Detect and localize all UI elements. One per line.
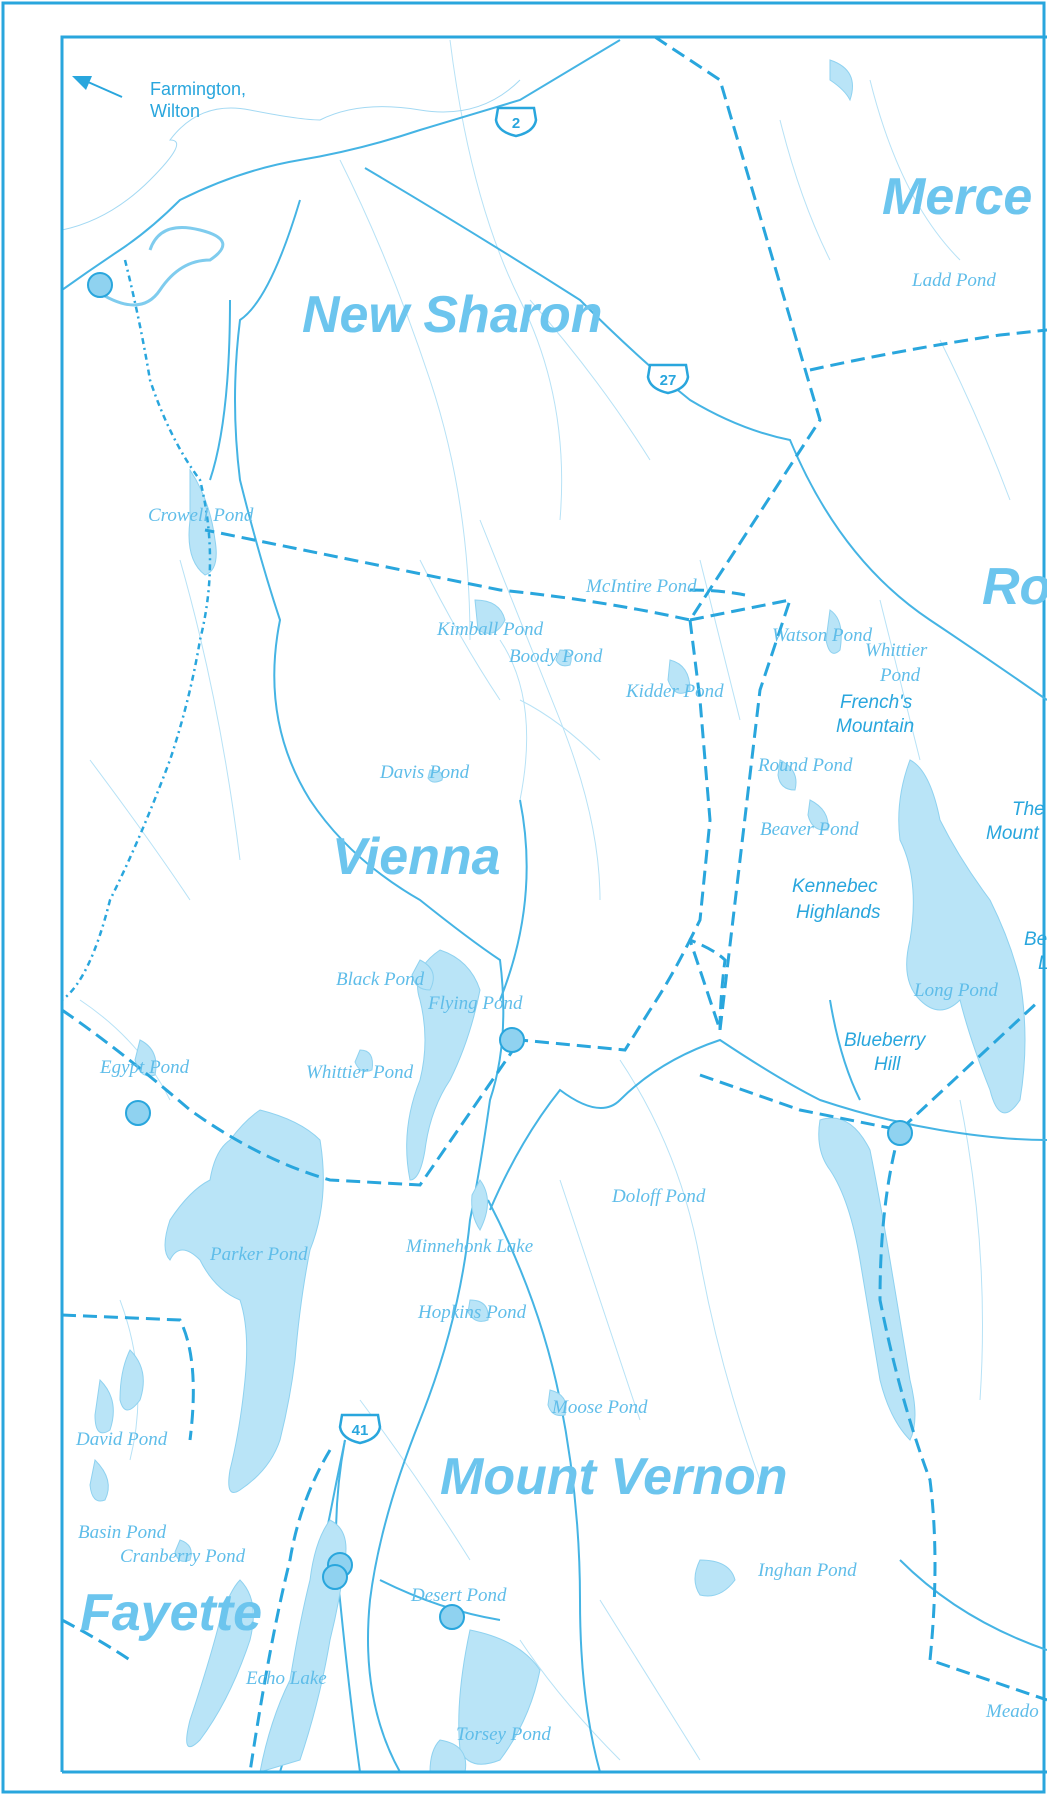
feature-label-blueberry-2: Hill bbox=[874, 1054, 901, 1075]
feature-label-the-mountain-2: Mount bbox=[986, 823, 1040, 844]
pond-label-parker: Parker Pond bbox=[209, 1244, 308, 1265]
pond-label-black: Black Pond bbox=[336, 969, 425, 990]
route-shield-2: 2 bbox=[494, 106, 538, 138]
route-41-label: 41 bbox=[352, 1422, 369, 1439]
pond-label-torsey: Torsey Pond bbox=[456, 1724, 551, 1745]
town-label-fayette: Fayette bbox=[80, 1584, 262, 1642]
town-label-mount-vernon: Mount Vernon bbox=[440, 1448, 788, 1506]
boat-launch-icon bbox=[439, 1604, 465, 1630]
route-2-label: 2 bbox=[512, 115, 520, 132]
pond-label-egypt: Egypt Pond bbox=[99, 1057, 190, 1078]
pond-labels: Ladd Pond Crowell Pond McIntire Pond Kim… bbox=[75, 270, 1039, 1745]
direction-note-line2: Wilton bbox=[150, 101, 200, 121]
pond-label-whittier-north-2: Pond bbox=[879, 665, 921, 686]
pond-label-crowell: Crowell Pond bbox=[148, 505, 254, 526]
route-27-label: 27 bbox=[660, 372, 677, 389]
town-label-new-sharon: New Sharon bbox=[302, 286, 603, 344]
direction-note-line1: Farmington, bbox=[150, 79, 246, 99]
boat-launch-icon bbox=[87, 272, 113, 298]
pond-label-kimball: Kimball Pond bbox=[436, 619, 544, 640]
boat-launch-icon bbox=[499, 1027, 525, 1053]
pond-label-long: Long Pond bbox=[913, 980, 998, 1001]
pond-label-boody: Boody Pond bbox=[509, 646, 603, 667]
pond-label-kidder: Kidder Pond bbox=[625, 681, 724, 702]
route-shield-27: 27 bbox=[646, 363, 690, 395]
boat-launch-icon bbox=[125, 1100, 151, 1126]
pond-label-cranberry: Cranberry Pond bbox=[120, 1546, 246, 1567]
county-line bbox=[62, 259, 212, 1002]
feature-label-bel-1: Be bbox=[1024, 929, 1047, 950]
feature-label-frenchs-2: Mountain bbox=[836, 716, 914, 737]
feature-label-kennebec-1: Kennebec bbox=[792, 876, 878, 897]
town-label-vienna: Vienna bbox=[332, 828, 501, 886]
feature-label-bel-2: L bbox=[1038, 953, 1047, 974]
pond-label-minnehonk: Minnehonk Lake bbox=[405, 1236, 533, 1257]
pond-label-inghan: Inghan Pond bbox=[757, 1560, 857, 1581]
pond-label-doloff: Doloff Pond bbox=[611, 1186, 706, 1207]
pond-label-desert: Desert Pond bbox=[410, 1585, 507, 1606]
pond-label-ladd: Ladd Pond bbox=[911, 270, 996, 291]
boat-launch-icon bbox=[887, 1120, 913, 1146]
pond-label-whittier-south: Whittier Pond bbox=[306, 1062, 414, 1083]
feature-label-kennebec-2: Highlands bbox=[796, 902, 881, 923]
pond-label-echo: Echo Lake bbox=[245, 1668, 327, 1689]
town-label-mercer: Merce bbox=[882, 168, 1032, 226]
boat-launch-markers bbox=[87, 272, 913, 1630]
arrow-northwest-icon bbox=[87, 81, 123, 98]
boat-launch-icon bbox=[322, 1564, 348, 1590]
sandy-river-oxbow bbox=[94, 226, 225, 307]
pond-label-round: Round Pond bbox=[757, 755, 853, 776]
pond-label-watson: Watson Pond bbox=[772, 625, 873, 646]
pond-label-david: David Pond bbox=[75, 1429, 168, 1450]
pond-label-flying: Flying Pond bbox=[427, 993, 523, 1014]
pond-label-beaver: Beaver Pond bbox=[760, 819, 859, 840]
inner-frame bbox=[60, 35, 1047, 1774]
pond-label-meadow: Meado bbox=[985, 1701, 1039, 1722]
feature-label-frenchs-1: French's bbox=[840, 692, 913, 713]
road-network bbox=[62, 39, 1047, 1772]
feature-labels: French's Mountain The Mount Kennebec Hig… bbox=[792, 692, 1047, 1075]
feature-label-blueberry-1: Blueberry bbox=[844, 1030, 927, 1051]
pond-label-mcintire: McIntire Pond bbox=[585, 576, 697, 597]
town-label-rome: Ro bbox=[982, 558, 1047, 616]
pond-label-moose: Moose Pond bbox=[551, 1397, 648, 1418]
pond-label-hopkins: Hopkins Pond bbox=[417, 1302, 527, 1323]
direction-note: Farmington, Wilton bbox=[72, 76, 246, 121]
town-labels: New Sharon Merce Ro Vienna Mount Vernon … bbox=[80, 168, 1047, 1642]
sandy-river bbox=[62, 79, 521, 231]
pond-label-davis: Davis Pond bbox=[379, 762, 470, 783]
map-body: 2 27 41 Farmington, Wilton New Sharon Me… bbox=[62, 37, 1047, 1772]
route-shield-41: 41 bbox=[338, 1413, 382, 1445]
pond-label-basin: Basin Pond bbox=[78, 1522, 167, 1543]
arrow-head-icon bbox=[72, 76, 92, 90]
feature-label-the-mountain-1: The bbox=[1012, 799, 1045, 820]
pond-label-whittier-north-1: Whittier bbox=[865, 640, 928, 661]
town-boundaries bbox=[62, 37, 1047, 1772]
